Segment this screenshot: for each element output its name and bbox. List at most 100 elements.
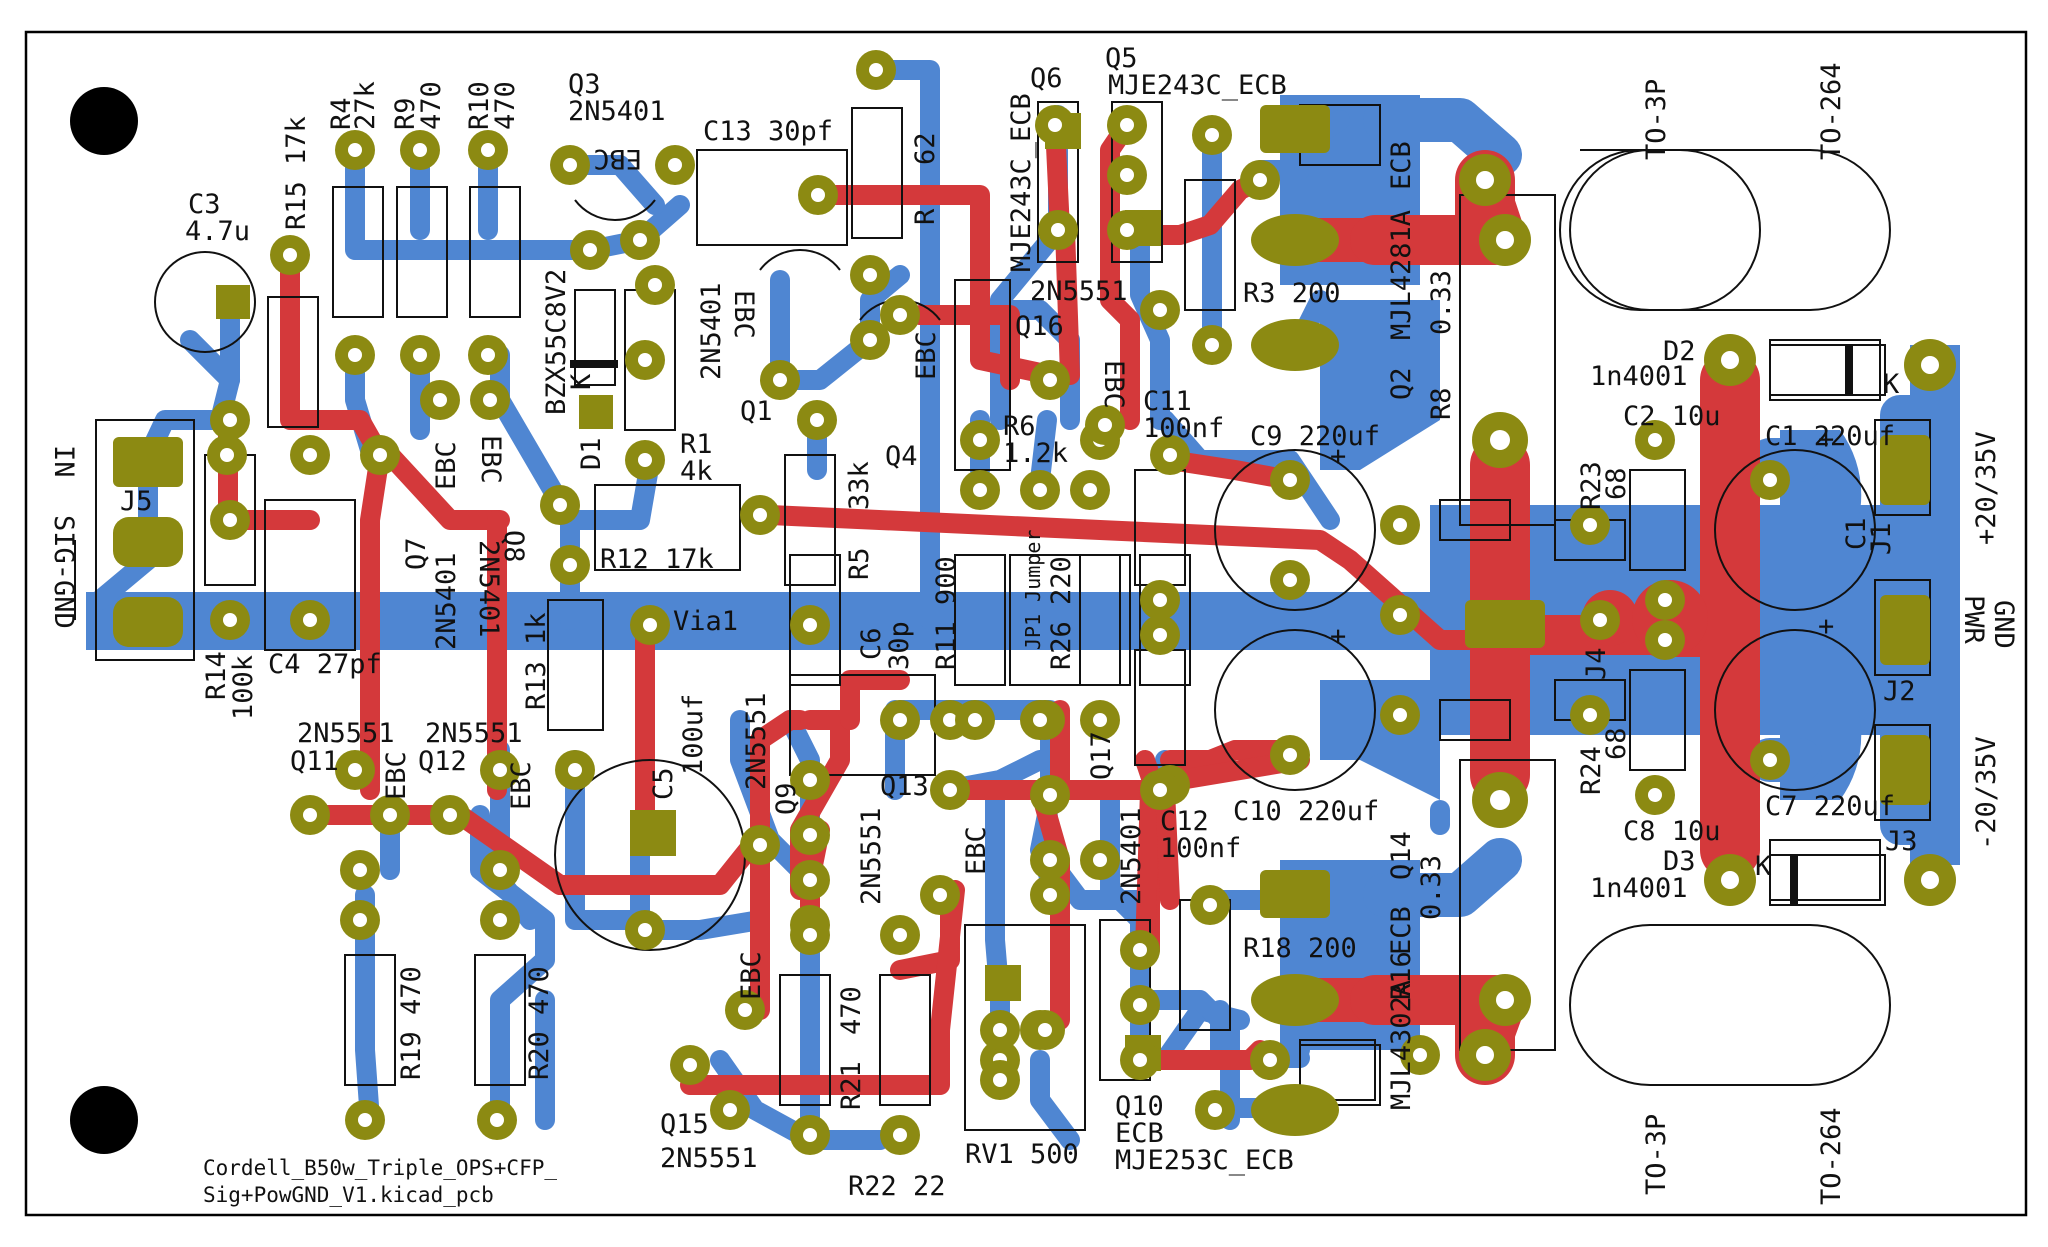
label-c1: C1 220uf xyxy=(1765,421,1895,452)
pad-drill xyxy=(1208,1103,1222,1117)
label-c5: C5 xyxy=(648,767,679,800)
pad-drill xyxy=(773,373,787,387)
label-q9: Q9 xyxy=(771,782,802,815)
pad-drill xyxy=(481,143,495,157)
label-q7-pins: EBC xyxy=(431,441,462,490)
pad-drill xyxy=(683,1058,697,1072)
label-r1-value: 4k xyxy=(680,456,713,487)
pad-drill xyxy=(1153,593,1167,607)
pad-drill xyxy=(1093,853,1107,867)
label-d1: D1 xyxy=(576,437,607,470)
label-r4: R4 xyxy=(326,97,357,130)
label-r19: R19 470 xyxy=(396,966,427,1080)
label-mjl-bot: MJL4302A xyxy=(1386,980,1417,1110)
pad-drill xyxy=(348,143,362,157)
label-q13-part: 2N5551 xyxy=(856,807,887,905)
pad-drill xyxy=(413,143,427,157)
pad-drill xyxy=(993,1023,1007,1037)
label-r6-value: 1.2k xyxy=(1003,438,1068,469)
label-q4: Q4 xyxy=(885,441,918,472)
pad-drill xyxy=(1413,1048,1427,1062)
pad-drill xyxy=(1043,373,1057,387)
pad-drill xyxy=(223,413,237,427)
pad-drill xyxy=(353,863,367,877)
pad-drill xyxy=(303,448,317,462)
label-plus-c10: + xyxy=(1330,621,1346,652)
label-q8: Q8 xyxy=(498,530,529,563)
label-q3: Q3 xyxy=(568,69,601,100)
label-q2: Q2 xyxy=(1386,367,1417,400)
label-r18: R18 200 xyxy=(1243,933,1357,964)
label-c4: C4 27pf xyxy=(268,649,382,680)
through-hole-pads xyxy=(207,50,1790,1155)
label-d3-cathode: K xyxy=(1755,851,1772,882)
label-minus20: -20/35V xyxy=(1971,736,2002,850)
pad-drill xyxy=(1153,628,1167,642)
label-c6: C6 xyxy=(856,627,887,660)
label-jp1: JP1 Jumper xyxy=(1021,530,1045,650)
label-q12: Q12 xyxy=(418,746,467,777)
pad-drill xyxy=(493,763,507,777)
label-d3: D3 xyxy=(1663,846,1696,877)
label-d3-part: 1n4001 xyxy=(1590,873,1688,904)
pad-drill xyxy=(1763,473,1777,487)
label-q6-part: MJE243C_ECB xyxy=(1006,93,1037,272)
label-to3p-top: TO-3P xyxy=(1641,79,1672,160)
pad-drill xyxy=(1043,788,1057,802)
pad-drill xyxy=(893,1128,907,1142)
label-r1: R1 xyxy=(680,429,713,460)
label-q1-part: 2N5401 xyxy=(696,282,727,380)
label-d2-cathode: K xyxy=(1883,369,1900,400)
pad-drill xyxy=(348,763,362,777)
pad-drill xyxy=(563,158,577,172)
label-c6-value: 30p xyxy=(884,621,915,670)
pad-drill xyxy=(413,348,427,362)
label-r6: R6 xyxy=(1003,411,1036,442)
pad-drill xyxy=(933,888,947,902)
label-plus-c7: + xyxy=(1818,611,1834,642)
label-d2: D2 xyxy=(1663,336,1696,367)
label-r16: R16 xyxy=(1386,951,1417,1000)
pad-drill xyxy=(303,808,317,822)
label-q12-part: 2N5551 xyxy=(425,718,523,749)
pad-drill xyxy=(1048,118,1062,132)
label-r5: R5 xyxy=(844,547,875,580)
pad-drill xyxy=(1263,1053,1277,1067)
label-q10-pins: ECB xyxy=(1115,1118,1164,1149)
label-r8-value: 0.33 xyxy=(1426,270,1457,335)
pad-drill xyxy=(1648,788,1662,802)
label-q12-pins: EBC xyxy=(506,761,537,810)
label-j3: J3 xyxy=(1885,826,1918,857)
label-r21: R21 xyxy=(836,1061,867,1110)
pad-drill xyxy=(283,248,297,262)
label-r4-value: 27k xyxy=(350,81,381,130)
label-c3: C3 xyxy=(188,189,221,220)
pad-drill xyxy=(1205,338,1219,352)
label-plus20: +20/35V xyxy=(1971,431,2002,545)
pad-drill xyxy=(738,1003,752,1017)
label-r24: R24 xyxy=(1576,746,1607,795)
pad-drill xyxy=(973,483,987,497)
pad-drill xyxy=(803,618,817,632)
pad-drill xyxy=(1163,448,1177,462)
pads-layer xyxy=(113,105,1930,1136)
pad-drill xyxy=(863,268,877,282)
pad-drill xyxy=(1648,433,1662,447)
label-q4-pins: EBC xyxy=(911,331,942,380)
label-r2: R xyxy=(910,208,941,225)
label-r13: R13 1k xyxy=(521,612,552,710)
label-q17-part: 2N5401 xyxy=(1116,807,1147,905)
label-q14: Q14 xyxy=(1386,831,1417,880)
label-r20: R20 470 xyxy=(524,966,555,1080)
output-device-pads xyxy=(1459,154,1956,1081)
pad-drill xyxy=(223,613,237,627)
label-r8: R8 xyxy=(1426,387,1457,420)
pad-drill xyxy=(803,1128,817,1142)
pad-drill xyxy=(1283,473,1297,487)
label-r23-value: 68 xyxy=(1601,467,1632,500)
pad-drill xyxy=(493,913,507,927)
pad-drill xyxy=(1205,128,1219,142)
label-d2-part: 1n4001 xyxy=(1590,361,1688,392)
label-q3-pins: EBC xyxy=(593,143,642,174)
silkscreen-text: R4 27k R9 470 R10 470 R15 17k C3 4.7u Q3… xyxy=(48,43,2019,1207)
